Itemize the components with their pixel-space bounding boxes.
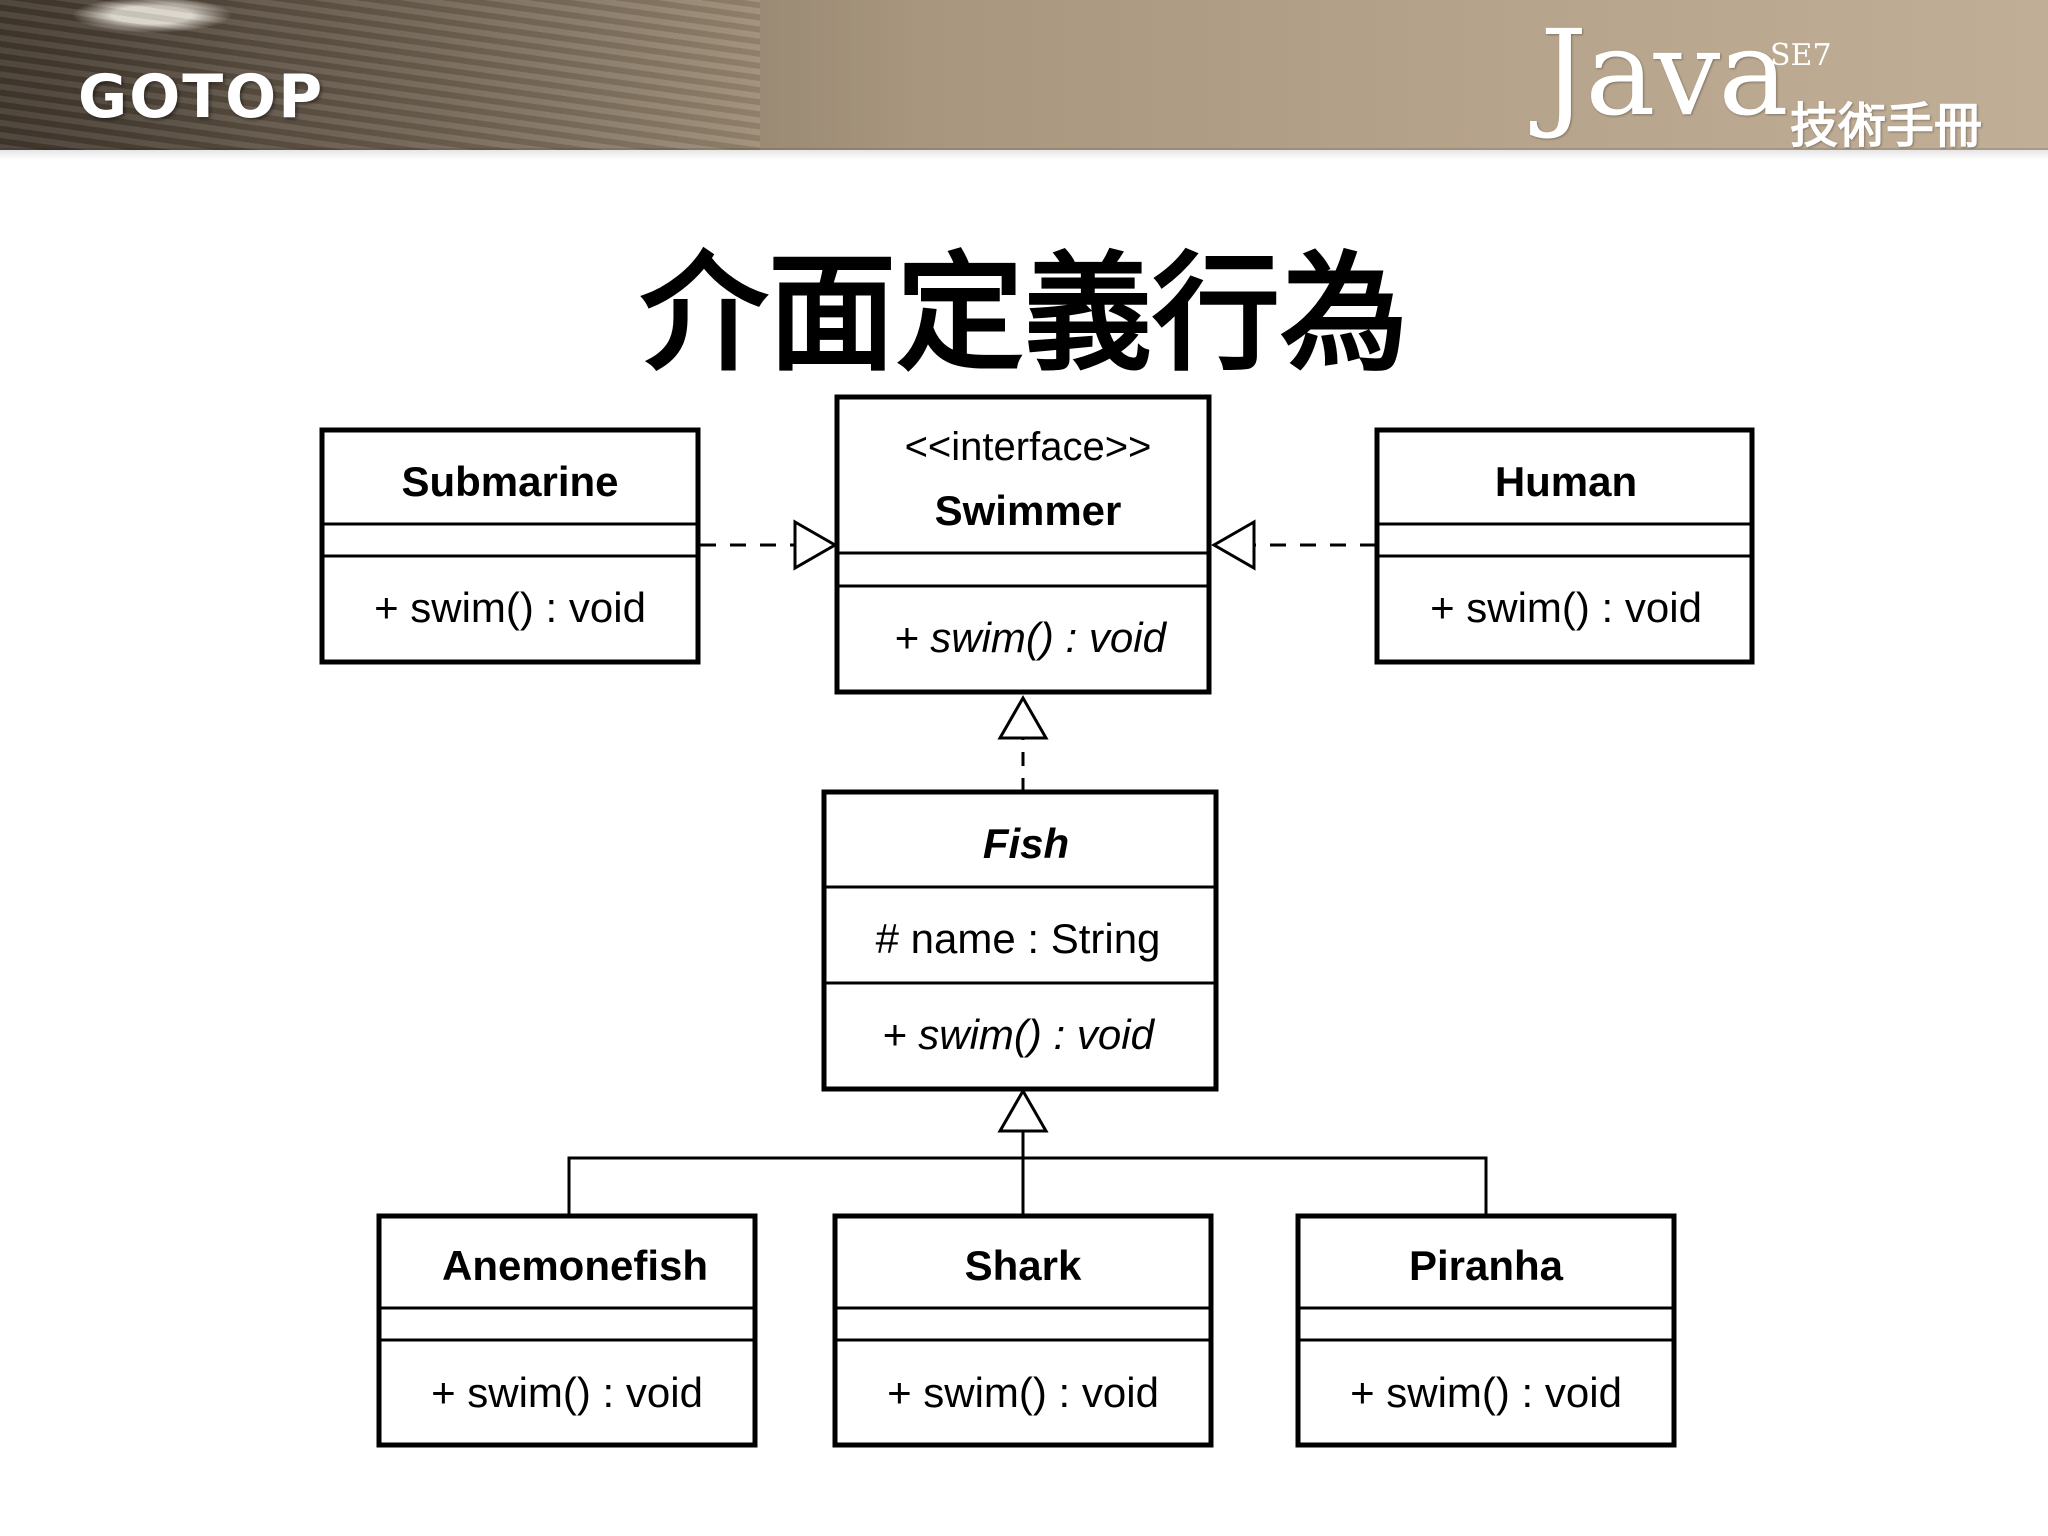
stereotype-label: <<interface>> [905,425,1152,469]
interface-name: Swimmer [935,487,1122,534]
class-shark: Shark + swim() : void [832,1213,1214,1448]
class-name: Human [1495,458,1637,505]
class-anemonefish: Anemonefish + swim() : void [376,1213,758,1448]
class-name: Anemonefish [442,1242,708,1289]
anemonefish-generalization-line [567,1156,1023,1216]
class-name: Submarine [401,458,618,505]
piranha-generalization-line [1023,1156,1488,1216]
book-title: Java [1540,4,1789,142]
banner-divider [0,148,2048,160]
class-operation: + swim() : void [1350,1369,1622,1416]
class-submarine: Submarine + swim() : void [319,427,701,665]
header-banner: GOTOP Java SE7 技術手冊 [0,0,2048,150]
fish-realization-arrowhead [997,694,1049,740]
interface-swimmer: <<interface>> Swimmer + swim() : void [834,394,1212,695]
fish-generalization-arrowhead [997,1087,1049,1133]
class-name: Piranha [1409,1242,1564,1289]
class-fish: Fish # name : String + swim() : void [821,789,1219,1092]
class-name: Fish [983,820,1069,867]
class-human: Human + swim() : void [1374,427,1755,665]
class-piranha: Piranha + swim() : void [1295,1213,1677,1448]
book-edition: SE7 [1770,38,1832,73]
class-operation: + swim() : void [431,1369,703,1416]
publisher-logo: GOTOP [78,62,325,132]
class-attribute: # name : String [876,915,1161,962]
relationships [567,519,1488,1216]
sand-background-image [0,0,760,150]
book-subtitle: 技術手冊 [1790,98,1983,150]
interface-operation: + swim() : void [894,614,1168,661]
slide-title: 介面定義行為 [639,240,1408,389]
class-operation: + swim() : void [882,1011,1156,1058]
human-realization-arrowhead [1210,519,1256,571]
class-operation: + swim() : void [374,584,646,631]
submarine-realization-arrowhead [793,519,839,571]
class-operation: + swim() : void [887,1369,1159,1416]
class-name: Shark [965,1242,1082,1289]
class-operation: + swim() : void [1430,584,1702,631]
